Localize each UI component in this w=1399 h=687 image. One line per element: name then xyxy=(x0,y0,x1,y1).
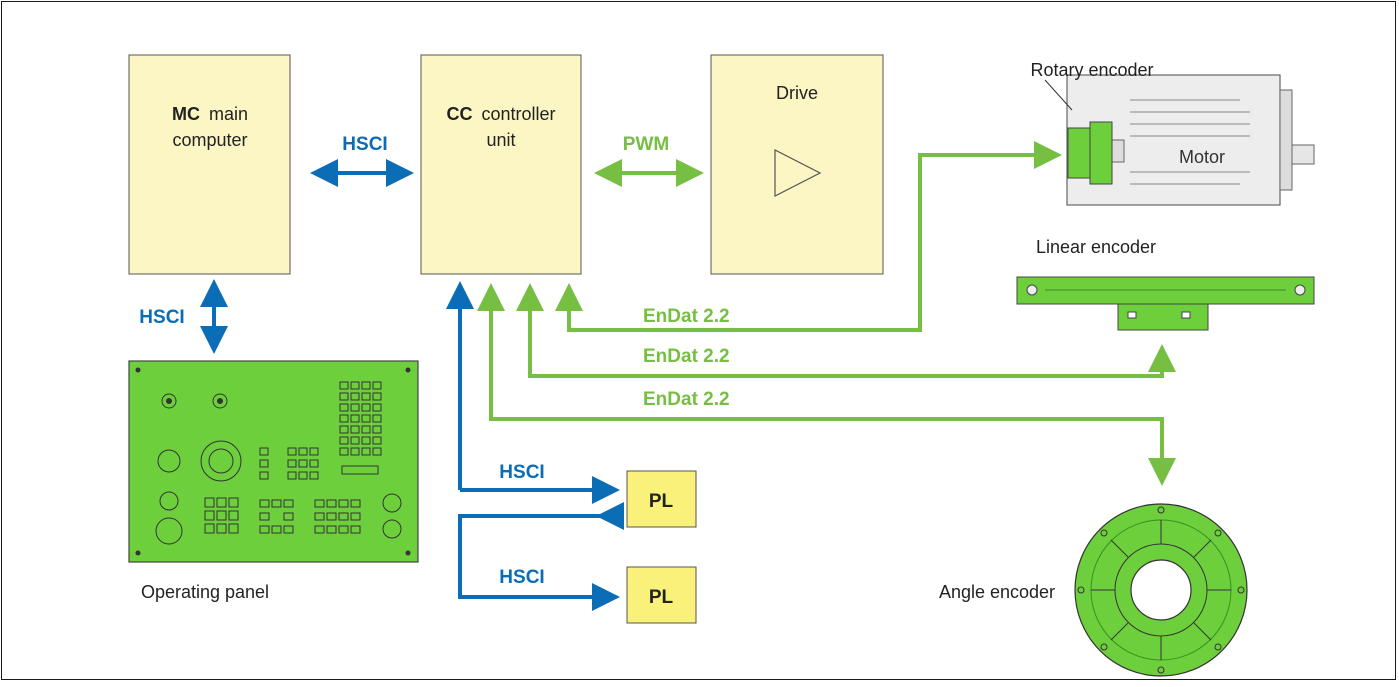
endat-angle-arrow xyxy=(477,283,1176,486)
svg-text:CC controller: CC controller xyxy=(446,104,555,124)
linear-encoder-illustration xyxy=(1016,276,1315,331)
cc-block-rest: controller xyxy=(481,104,555,124)
mc-block-bold: MC xyxy=(172,104,200,124)
hsci-mc-cc-label: HSCI xyxy=(342,134,387,155)
angle-encoder-label: Angle encoder xyxy=(939,582,1055,602)
cc-block-line2: unit xyxy=(486,130,515,150)
hsci-mc-panel-label: HSCI xyxy=(139,307,184,328)
drive-label: Drive xyxy=(776,83,818,103)
rotary-encoder-label: Rotary encoder xyxy=(1030,60,1153,80)
mc-block-rest: main xyxy=(209,104,248,124)
rotary-encoder-illustration xyxy=(1044,79,1113,185)
operating-panel-label: Operating panel xyxy=(141,582,269,602)
hsci-pl-chain-line xyxy=(458,514,616,599)
angle-encoder-illustration xyxy=(1074,503,1248,677)
hsci-pl-bottom-label: HSCI xyxy=(499,567,544,588)
mc-main-computer-block: MC main computer xyxy=(128,54,291,275)
motor-label: Motor xyxy=(1179,147,1225,167)
svg-text:MC main: MC main xyxy=(172,104,248,124)
mc-block-line2: computer xyxy=(172,130,247,150)
pl-bottom-block: PL xyxy=(626,566,697,624)
linear-encoder-label: Linear encoder xyxy=(1036,237,1156,257)
cc-controller-unit-block: CC controller unit xyxy=(420,54,582,275)
pl-bottom-label: PL xyxy=(649,587,674,608)
cc-block-bold: CC xyxy=(446,104,472,124)
endat-angle-label: EnDat 2.2 xyxy=(643,389,730,410)
rotary-encoder-leader-line xyxy=(1044,79,1073,111)
pl-top-label: PL xyxy=(649,491,674,512)
operating-panel-illustration xyxy=(128,360,419,563)
